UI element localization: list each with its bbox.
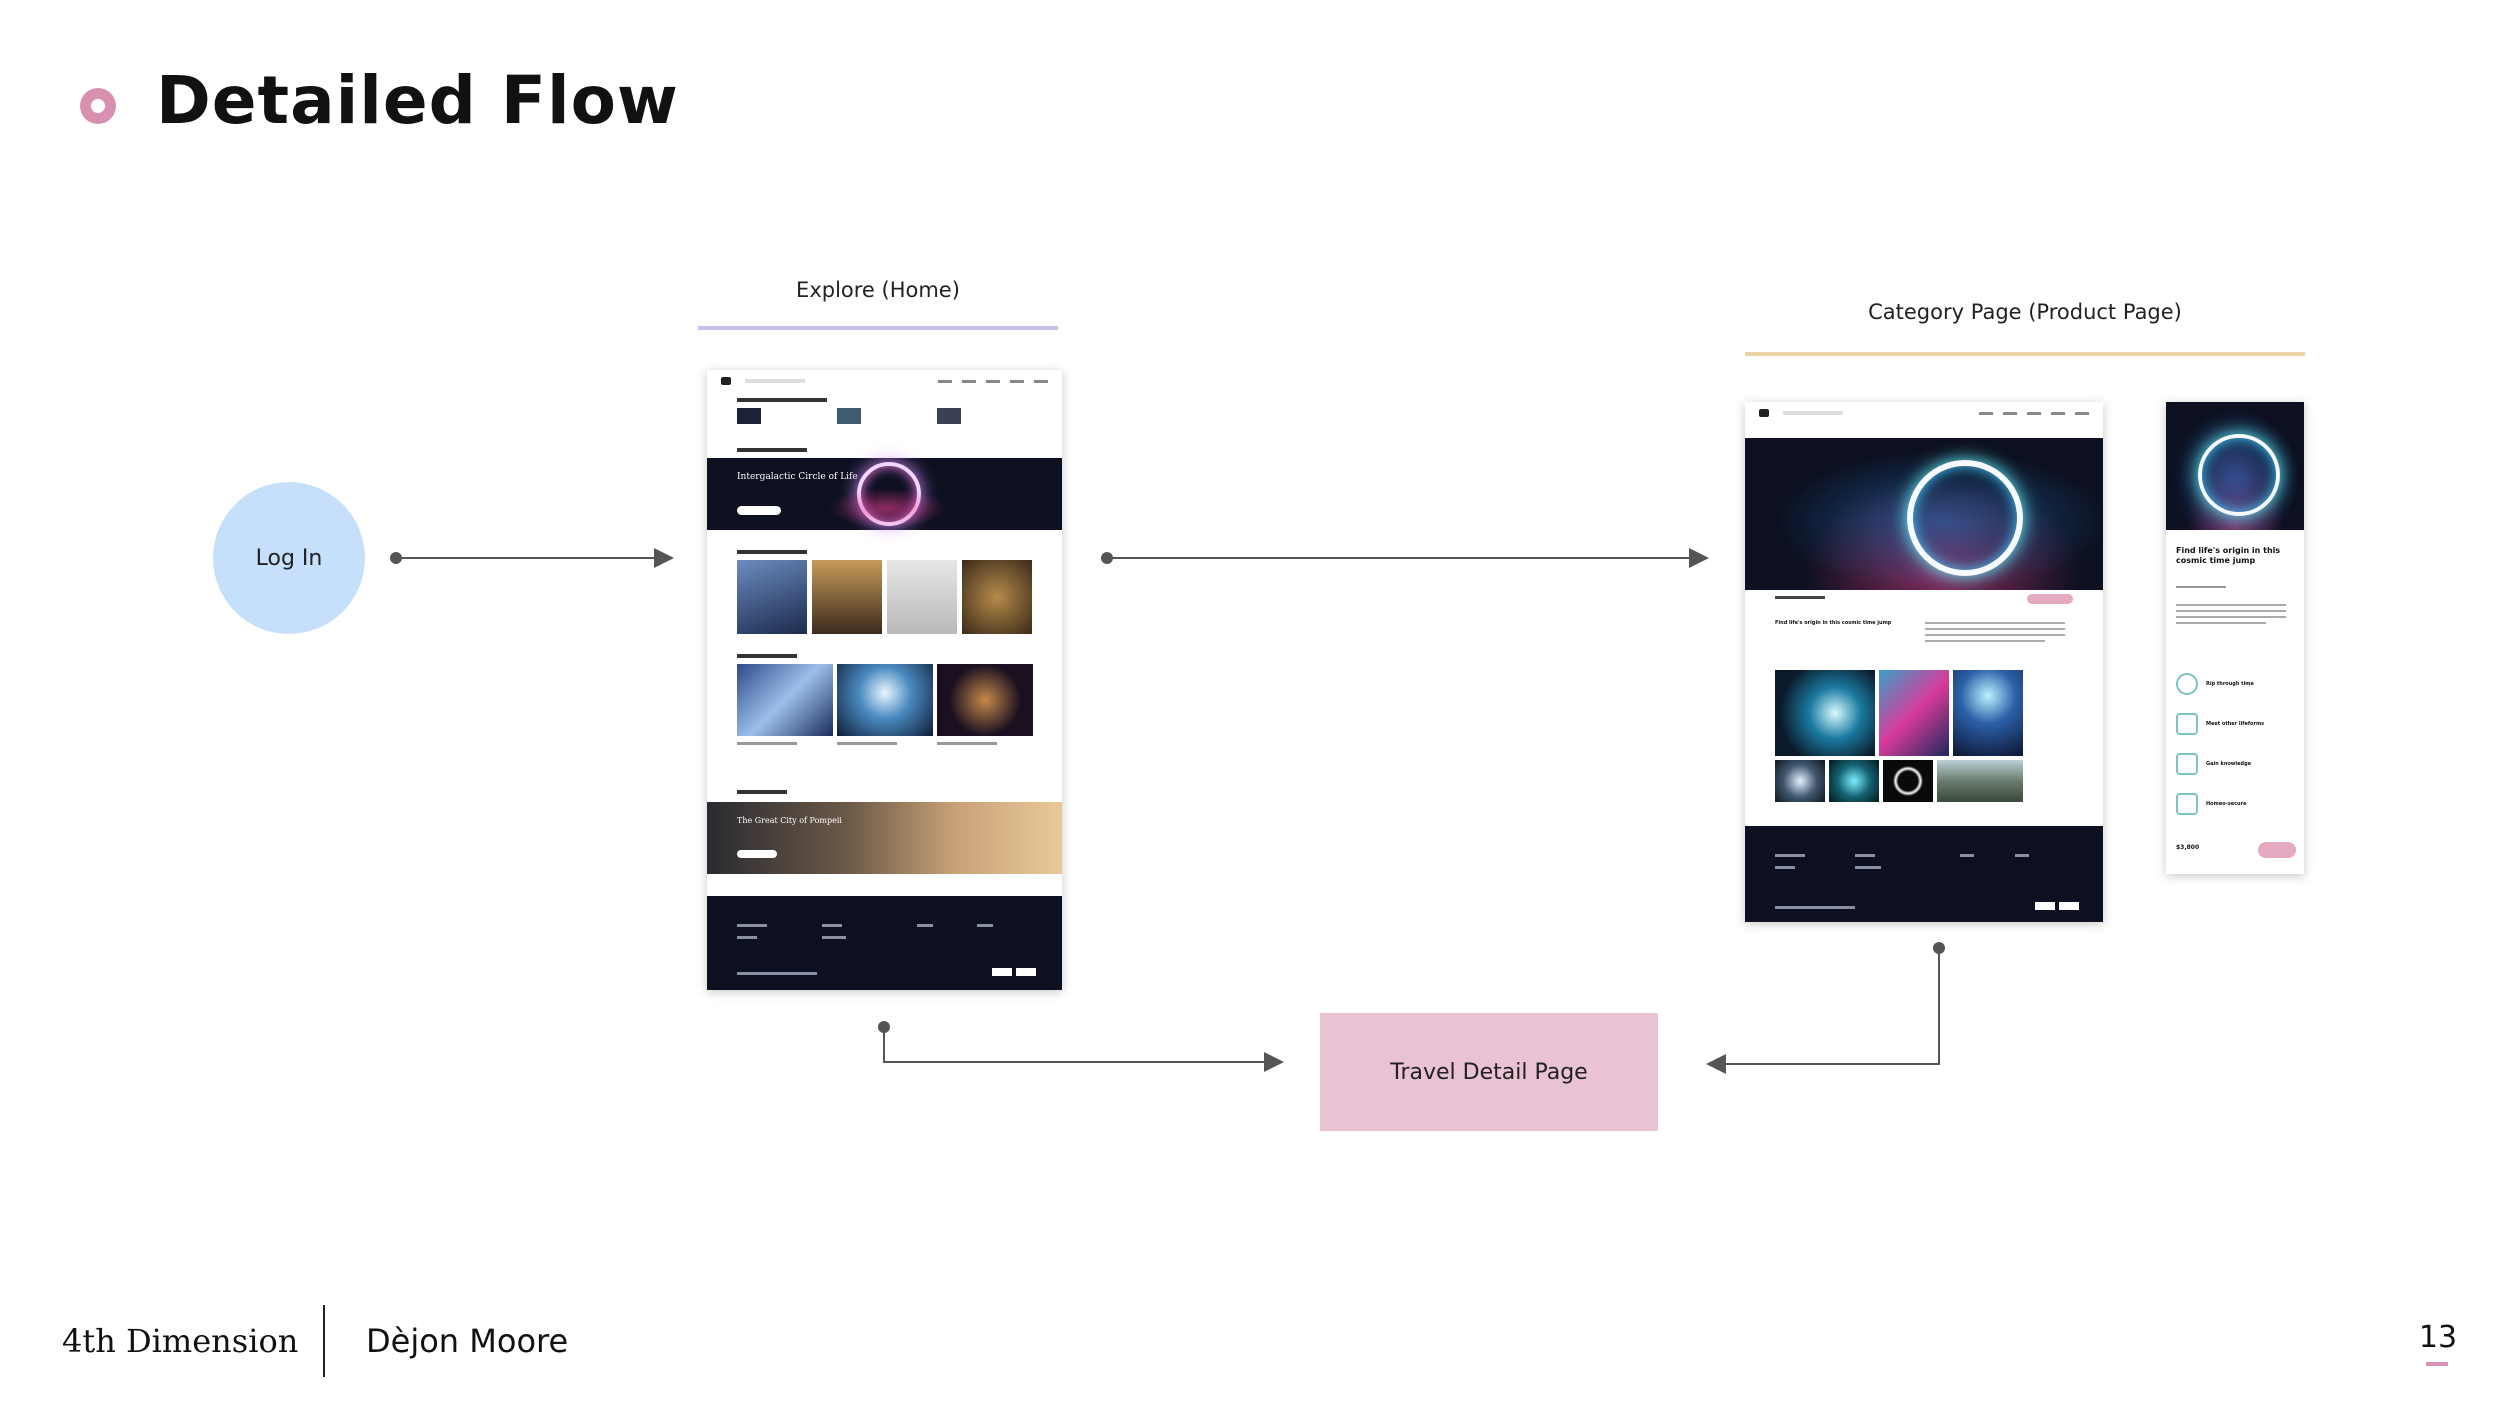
explore-underline — [698, 326, 1058, 330]
shield-icon — [2176, 793, 2198, 815]
mock-navbar — [707, 370, 1062, 392]
mock-footer — [707, 896, 1062, 990]
mock-mobile-price: $3,800 — [2176, 844, 2200, 851]
travel-detail-label: Travel Detail Page — [1390, 1059, 1588, 1085]
clock-icon — [2176, 673, 2198, 695]
people-icon — [2176, 713, 2198, 735]
category-label: Category Page (Product Page) — [1868, 300, 2182, 324]
explore-home-screenshot: Intergalactic Circle of Life The Great C… — [707, 370, 1062, 990]
feature-label: Gain knowledge — [2206, 761, 2252, 767]
mock-pompeii-title: The Great City of Pompeii — [737, 816, 842, 825]
feature-label: Rip through time — [2206, 681, 2254, 687]
mock-mobile-features: Rip through time Meet other lifeforms Ga… — [2176, 664, 2296, 824]
arrow-explore-travel — [883, 1027, 1284, 1072]
explore-label: Explore (Home) — [796, 278, 960, 302]
page-title: Detailed Flow — [156, 62, 679, 139]
brand-name: 4th Dimension — [62, 1322, 299, 1360]
page-number: 13 — [2418, 1320, 2458, 1355]
category-page-mobile-screenshot: Find life's origin in this cosmic time j… — [2166, 402, 2304, 874]
mock-mobile-hero — [2166, 402, 2304, 530]
mock-hero-title: Intergalactic Circle of Life — [737, 472, 858, 482]
mock-product-heading: Find life's origin in this cosmic time j… — [1775, 620, 1892, 626]
mock-product-hero — [1745, 438, 2103, 590]
arrow-category-travel — [1706, 948, 1940, 1074]
mock-footer-product — [1745, 826, 2103, 922]
login-label: Log In — [255, 545, 323, 571]
mock-hero-banner: Intergalactic Circle of Life — [707, 458, 1062, 530]
category-page-screenshot: Find life's origin in this cosmic time j… — [1745, 402, 2103, 922]
author-name: Dèjon Moore — [366, 1322, 569, 1360]
feature-label: Homeo-secure — [2206, 801, 2247, 807]
mock-navbar-product — [1745, 402, 2103, 424]
travel-detail-node: Travel Detail Page — [1320, 1013, 1658, 1131]
book-icon — [2176, 753, 2198, 775]
category-underline — [1745, 352, 2305, 356]
login-node: Log In — [213, 482, 365, 634]
footer-divider — [323, 1305, 325, 1377]
mock-mobile-heading: Find life's origin in this cosmic time j… — [2176, 546, 2281, 566]
mock-pompeii-banner: The Great City of Pompeii — [707, 802, 1062, 874]
feature-label: Meet other lifeforms — [2206, 721, 2265, 727]
page-number-underline — [2426, 1362, 2448, 1366]
title-bullet-icon — [80, 88, 116, 124]
